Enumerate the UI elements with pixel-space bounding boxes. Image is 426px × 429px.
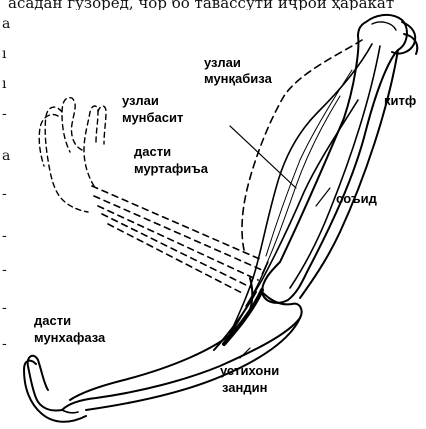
label-uzlai-munbasit-line2: мунбасит bbox=[122, 111, 183, 125]
label-uzlai-munqabiza-line1: узлаи bbox=[204, 56, 241, 70]
triceps-back-outline bbox=[300, 50, 398, 298]
dashed-forearm-line bbox=[92, 186, 262, 260]
label-soid: соъид bbox=[336, 192, 377, 206]
label-uzlai-munqabiza-line2: мунқабиза bbox=[204, 72, 272, 86]
biceps-fibre bbox=[262, 96, 340, 274]
dashed-hand bbox=[39, 115, 58, 167]
humerus-bone bbox=[262, 15, 407, 303]
dashed-forearm-line bbox=[108, 224, 244, 294]
label-dasti-murtafia-line1: дасти bbox=[134, 145, 171, 159]
dashed-forearm-line bbox=[98, 206, 258, 280]
label-dasti-murtafia-line2: муртафиъа bbox=[134, 162, 208, 176]
leader-line-soid bbox=[316, 188, 330, 206]
label-kitf: китф bbox=[384, 94, 416, 108]
dashed-forearm-line bbox=[102, 214, 252, 288]
label-ustihoni-zandin-line1: устихони bbox=[220, 364, 279, 378]
wrist-solid bbox=[62, 410, 78, 413]
label-dasti-munhafaza-line2: мунхафаза bbox=[34, 331, 105, 345]
humerus-head-detail bbox=[372, 22, 396, 30]
forearm-muscle-mass bbox=[224, 290, 262, 344]
leader-line-munbasit bbox=[230, 126, 296, 188]
label-uzlai-munbasit-line1: узлаи bbox=[122, 94, 159, 108]
label-dasti-munhafaza-line1: дасти bbox=[34, 314, 71, 328]
label-ustihoni-zandin-line2: зандин bbox=[222, 381, 267, 395]
dashed-forearm-line bbox=[94, 196, 262, 270]
